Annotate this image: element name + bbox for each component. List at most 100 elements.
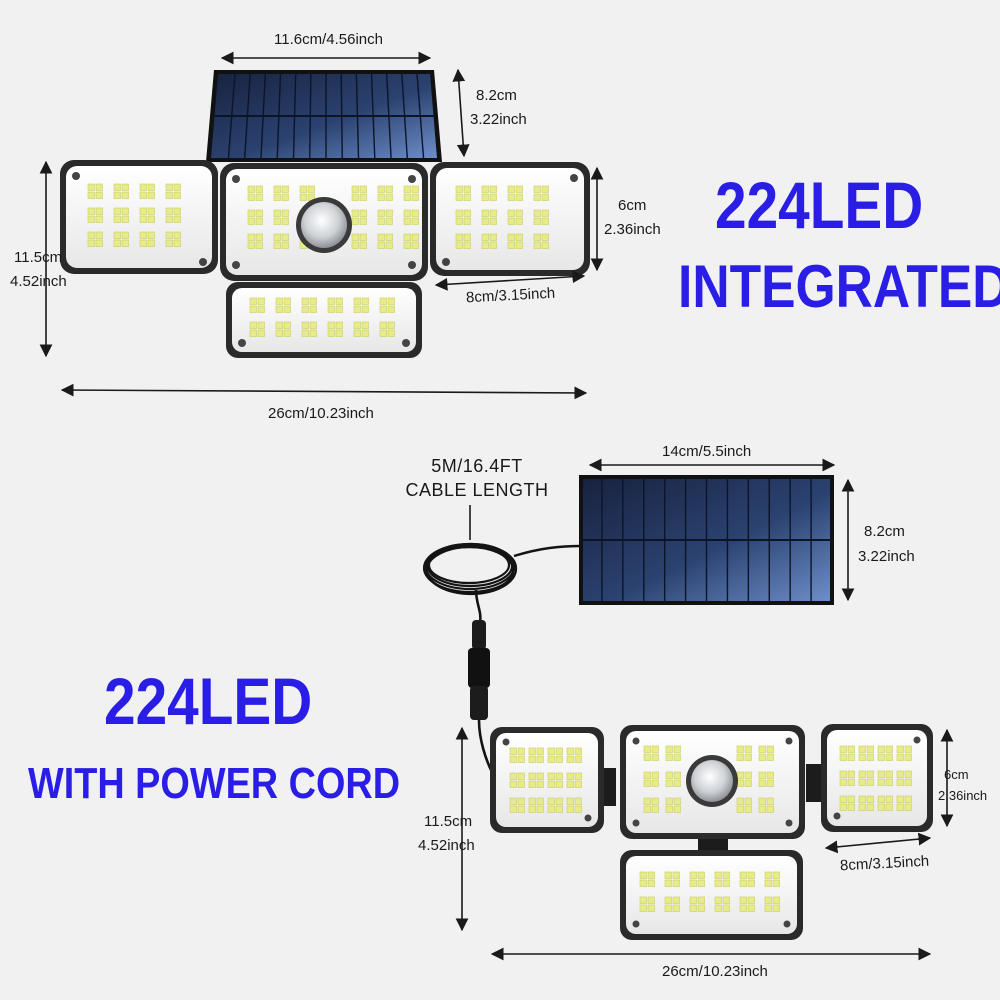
led-chip	[839, 803, 847, 811]
led-chip	[403, 193, 411, 201]
led-chip	[377, 217, 385, 225]
led-chip	[672, 904, 680, 912]
led-chip	[714, 879, 722, 887]
led-chip	[904, 795, 912, 803]
led-chip	[327, 321, 335, 329]
led-chip	[566, 780, 574, 788]
led-chip	[758, 753, 766, 761]
led-chip	[722, 871, 730, 879]
led-chip	[403, 185, 411, 193]
led-chip	[379, 321, 387, 329]
led-chip	[689, 871, 697, 879]
led-chip	[533, 209, 541, 217]
led-chip	[403, 217, 411, 225]
led-chip	[147, 191, 155, 199]
led-chip	[647, 871, 655, 879]
led-chip	[377, 193, 385, 201]
led-chip	[651, 745, 659, 753]
led-chip	[528, 805, 536, 813]
led-chip	[113, 191, 121, 199]
led-chip	[113, 239, 121, 247]
led-chip	[351, 217, 359, 225]
top-right-light-head	[430, 162, 590, 276]
led-chip	[515, 217, 523, 225]
led-chip-cluster	[249, 297, 395, 337]
led-chip	[507, 241, 515, 249]
top-center-light-head	[220, 163, 428, 281]
led-chip	[403, 241, 411, 249]
led-chip	[739, 896, 747, 904]
led-chip	[515, 193, 523, 201]
led-chip	[463, 185, 471, 193]
led-chip	[536, 772, 544, 780]
led-chip	[361, 321, 369, 329]
led-chip	[387, 321, 395, 329]
led-chip	[87, 183, 95, 191]
led-chip	[747, 904, 755, 912]
led-chip	[555, 805, 563, 813]
led-chip	[173, 239, 181, 247]
led-chip	[353, 321, 361, 329]
led-chip	[739, 871, 747, 879]
led-chip	[411, 209, 419, 217]
led-chip	[379, 305, 387, 313]
led-chip	[515, 233, 523, 241]
led-chip	[744, 771, 752, 779]
led-chip	[904, 778, 912, 786]
led-chip	[247, 233, 255, 241]
led-chip	[885, 770, 893, 778]
led-chip	[839, 745, 847, 753]
led-chip	[299, 193, 307, 201]
cable-length-value: 5M/16.4FT	[431, 456, 523, 476]
led-chip	[673, 753, 681, 761]
led-chip	[555, 747, 563, 755]
led-chip	[639, 904, 647, 912]
led-chip	[651, 805, 659, 813]
cable-length-caption: CABLE LENGTH	[405, 480, 549, 500]
led-chip	[121, 207, 129, 215]
led-chip	[139, 231, 147, 239]
led-chip	[489, 193, 497, 201]
led-chip	[647, 879, 655, 887]
led-chip	[664, 871, 672, 879]
led-chip	[877, 795, 885, 803]
led-chip	[307, 185, 315, 193]
led-chip	[387, 297, 395, 305]
led-chip	[301, 305, 309, 313]
led-chip	[139, 191, 147, 199]
led-chip	[758, 797, 766, 805]
led-chip	[533, 233, 541, 241]
led-chip	[257, 329, 265, 337]
led-chip	[359, 233, 367, 241]
led-chip	[507, 185, 515, 193]
led-chip	[509, 755, 517, 763]
top-panel-height-cm-label: 8.2cm	[476, 87, 517, 104]
led-chip	[847, 770, 855, 778]
top-panel-height-in-label: 3.22inch	[470, 111, 527, 128]
led-chip	[643, 753, 651, 761]
led-chip	[281, 233, 289, 241]
led-chip	[697, 896, 705, 904]
led-chip	[639, 896, 647, 904]
led-chip	[455, 193, 463, 201]
led-chip-cluster	[639, 871, 780, 912]
led-chip	[689, 904, 697, 912]
led-chip	[387, 305, 395, 313]
led-chip	[509, 797, 517, 805]
led-chip	[87, 207, 95, 215]
led-chip	[515, 241, 523, 249]
led-chip	[299, 185, 307, 193]
led-chip	[361, 297, 369, 305]
led-chip	[541, 217, 549, 225]
led-chip	[249, 321, 257, 329]
led-chip	[847, 753, 855, 761]
led-chip	[722, 879, 730, 887]
led-chip	[858, 770, 866, 778]
led-chip	[517, 797, 525, 805]
led-chip	[377, 241, 385, 249]
led-chip	[547, 747, 555, 755]
led-chip	[651, 771, 659, 779]
led-chip	[566, 797, 574, 805]
led-chip	[541, 185, 549, 193]
led-chip	[327, 297, 335, 305]
